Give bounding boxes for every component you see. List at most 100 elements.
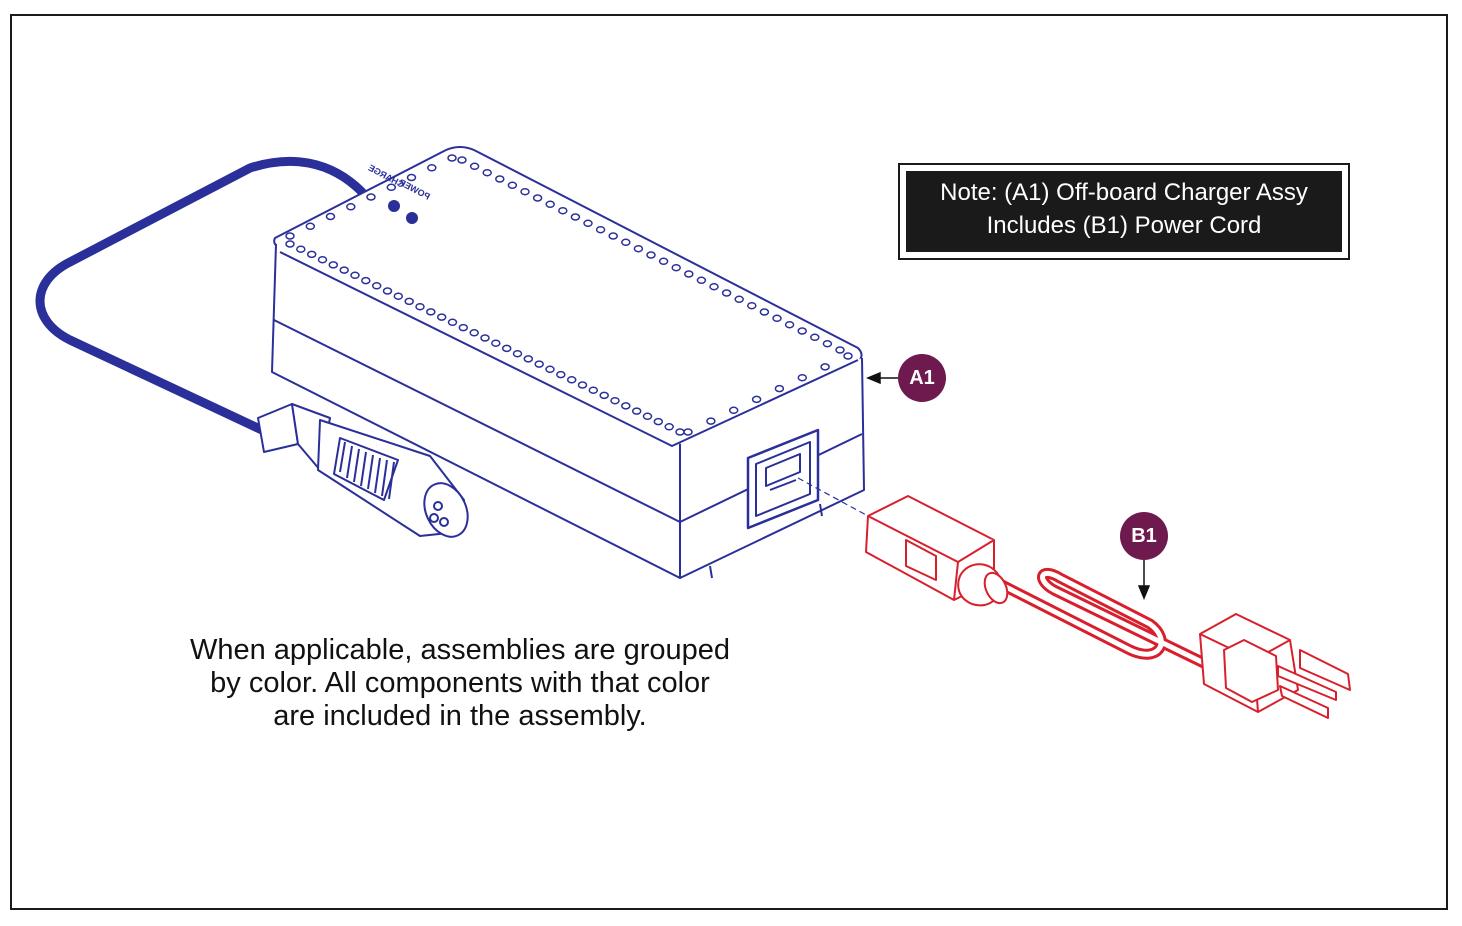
vent-dot bbox=[545, 365, 555, 374]
vent-dot bbox=[784, 320, 795, 329]
status-leds bbox=[388, 200, 418, 224]
vent-dot bbox=[436, 313, 447, 321]
power-cord-assembly bbox=[865, 495, 1351, 719]
vent-dot bbox=[706, 417, 716, 425]
caption-line-3: are included in the assembly. bbox=[273, 700, 647, 732]
callout-a1: A1 bbox=[898, 354, 946, 402]
vent-dot bbox=[595, 225, 606, 234]
vent-dot bbox=[532, 194, 543, 202]
vent-dot bbox=[346, 203, 356, 211]
vent-dot bbox=[426, 308, 436, 316]
vent-dot bbox=[317, 255, 328, 264]
vent-dot bbox=[610, 396, 620, 405]
vent-dot bbox=[469, 329, 479, 337]
vent-dot bbox=[570, 213, 581, 221]
vent-dot bbox=[495, 175, 505, 183]
vent-dot bbox=[709, 282, 719, 291]
vent-dot bbox=[721, 289, 732, 297]
charger-assembly bbox=[35, 146, 865, 579]
vent-dot bbox=[482, 168, 492, 177]
vent-dot bbox=[350, 271, 360, 280]
vent-dot bbox=[658, 257, 669, 266]
connection-dashed-line bbox=[797, 477, 869, 517]
vent-dot bbox=[566, 376, 577, 384]
vent-dot bbox=[621, 238, 631, 247]
diagram-frame bbox=[10, 14, 1448, 910]
vent-dot bbox=[556, 370, 566, 379]
vent-dot bbox=[820, 363, 830, 371]
vent-dot bbox=[393, 292, 404, 300]
vent-dot bbox=[696, 276, 707, 285]
note-text: Note: (A1) Off-board Charger Assy Includ… bbox=[906, 171, 1342, 252]
nema-plug bbox=[1199, 613, 1351, 719]
vent-dot bbox=[447, 318, 458, 327]
note-line-1: Note: (A1) Off-board Charger Assy bbox=[940, 179, 1308, 206]
vent-dot bbox=[366, 193, 376, 201]
vent-dot bbox=[512, 349, 523, 358]
vent-dots bbox=[285, 154, 853, 436]
vent-dot bbox=[480, 334, 490, 342]
vent-dot bbox=[642, 412, 653, 421]
vent-dot bbox=[751, 395, 762, 404]
caption-line-2: by color. All components with that color bbox=[210, 667, 710, 699]
vent-dot bbox=[447, 154, 457, 162]
vent-dot bbox=[671, 263, 681, 272]
vent-dot bbox=[523, 355, 534, 363]
vent-dot bbox=[382, 287, 393, 295]
xlr-plug bbox=[257, 403, 469, 538]
vent-dot bbox=[520, 187, 530, 196]
vent-dot bbox=[728, 406, 739, 415]
power-led bbox=[406, 212, 418, 224]
vent-dot bbox=[664, 423, 674, 431]
vent-dot bbox=[810, 333, 820, 342]
vent-dot bbox=[305, 222, 316, 231]
note-line-2: Includes (B1) Power Cord bbox=[986, 212, 1262, 239]
vent-dot bbox=[588, 386, 599, 394]
vent-dot bbox=[415, 302, 425, 311]
leader-lines bbox=[866, 371, 1151, 600]
vent-dot bbox=[835, 346, 845, 354]
note-box: Note: (A1) Off-board Charger Assy Includ… bbox=[898, 163, 1350, 260]
vent-dot bbox=[653, 417, 664, 426]
vent-dot bbox=[406, 173, 417, 182]
vent-dot bbox=[608, 232, 618, 240]
vent-dot bbox=[545, 200, 555, 209]
vent-dot bbox=[822, 339, 833, 348]
vent-dot bbox=[772, 314, 782, 323]
vent-dot bbox=[328, 261, 339, 269]
vent-dot bbox=[684, 270, 694, 278]
vent-dot bbox=[404, 297, 414, 306]
vent-dot bbox=[325, 212, 336, 221]
color-grouping-caption: When applicable, assemblies are grouped … bbox=[140, 634, 780, 733]
vent-dot bbox=[458, 323, 469, 332]
vent-dot bbox=[361, 276, 371, 285]
vent-dot bbox=[843, 352, 853, 360]
caption-line-1: When applicable, assemblies are grouped bbox=[189, 634, 731, 666]
vent-dot bbox=[371, 282, 382, 290]
vent-dot bbox=[306, 250, 317, 259]
vent-dot bbox=[583, 219, 593, 228]
vent-dot bbox=[683, 428, 693, 436]
vent-dot bbox=[491, 339, 501, 347]
vent-dot bbox=[296, 245, 306, 253]
vent-dot bbox=[501, 344, 512, 353]
vent-dot bbox=[386, 183, 397, 192]
vent-dot bbox=[759, 308, 770, 316]
vent-dot bbox=[675, 428, 685, 436]
charger-body bbox=[271, 146, 865, 579]
vent-dot bbox=[339, 266, 349, 274]
vent-dot bbox=[558, 206, 568, 215]
iec-connector bbox=[865, 495, 1009, 607]
vent-dot bbox=[734, 295, 744, 304]
vent-dot bbox=[797, 327, 807, 335]
vent-dot bbox=[534, 360, 544, 368]
charge-led bbox=[388, 200, 400, 212]
callout-b1: B1 bbox=[1120, 512, 1168, 560]
vent-dot bbox=[507, 181, 518, 190]
vent-dot bbox=[621, 402, 631, 410]
vent-dot bbox=[457, 156, 467, 164]
vent-dot bbox=[646, 251, 656, 259]
vent-dot bbox=[577, 381, 588, 389]
vent-dot bbox=[285, 240, 295, 248]
